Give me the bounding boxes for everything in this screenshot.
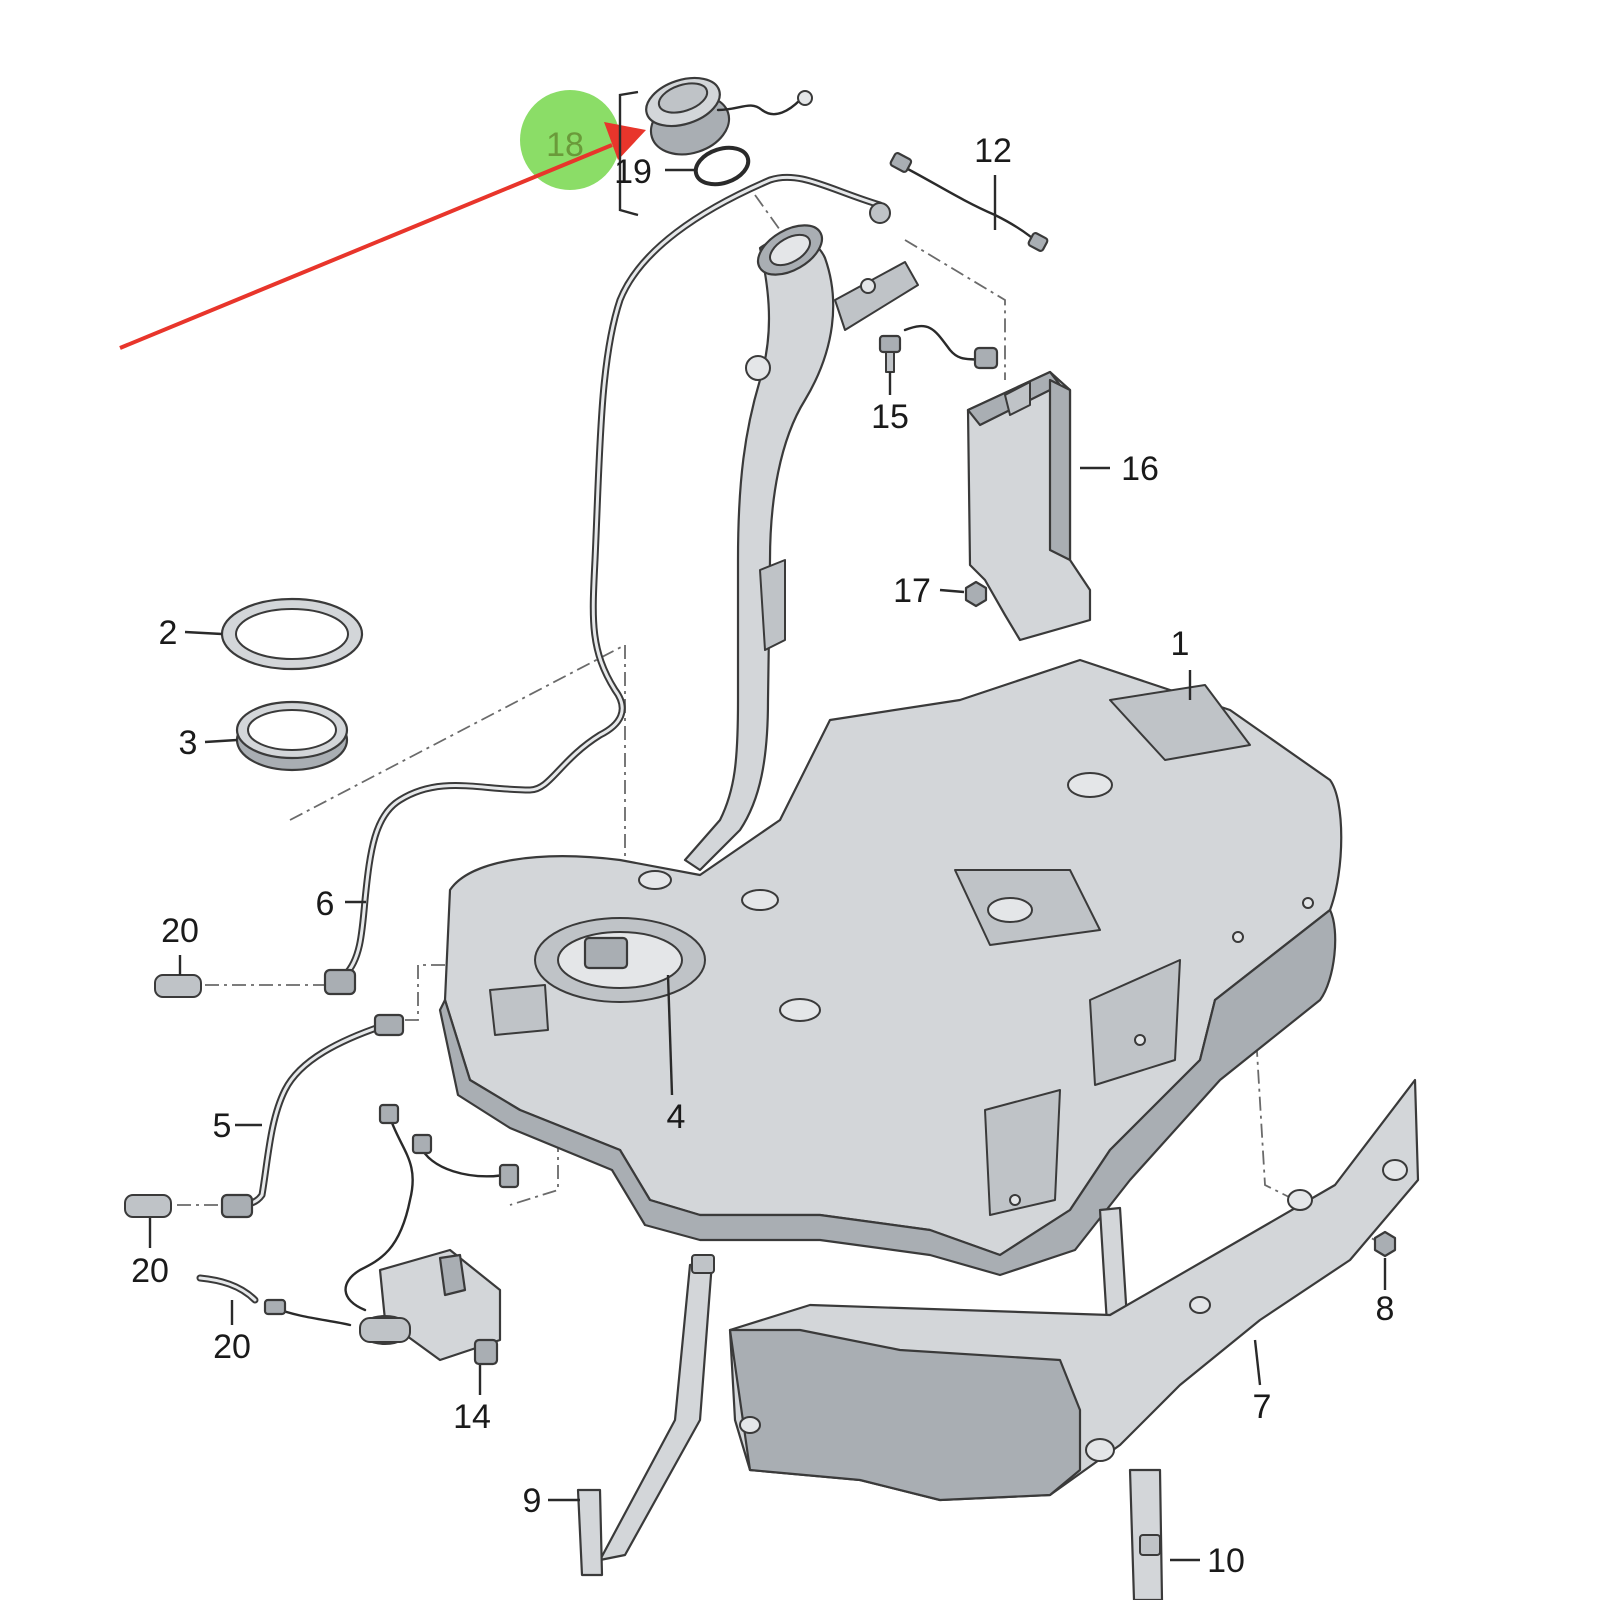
callout-20-top: 20 <box>161 912 199 950</box>
fuel-lines <box>228 173 884 1209</box>
filler-neck-icon <box>683 224 919 872</box>
breather-hose-icon <box>869 152 1049 252</box>
callout-3: 3 <box>179 724 198 762</box>
heat-shield-icon <box>728 1078 1420 1502</box>
seal-ring-large-icon <box>235 700 349 772</box>
seal-ring-icon <box>693 145 751 187</box>
fuel-tank-icon <box>438 658 1343 1277</box>
callout-8: 8 <box>1376 1290 1395 1328</box>
callout-16: 16 <box>1121 450 1159 488</box>
callout-labels: 1 2 3 4 5 6 7 8 9 10 12 14 15 16 17 18 1… <box>131 126 1394 1580</box>
leader-lines <box>148 90 1387 1562</box>
washer-nut-icon <box>1373 1230 1397 1258</box>
callout-18: 18 <box>546 126 584 164</box>
fuel-pump-icon <box>263 1103 520 1366</box>
hose-connector-icon <box>124 968 405 1304</box>
callout-19: 19 <box>614 153 652 191</box>
filler-cap-icon <box>645 76 813 156</box>
callout-1: 1 <box>1171 625 1190 663</box>
callout-17: 17 <box>893 572 931 610</box>
callout-9: 9 <box>523 1482 542 1520</box>
callout-12: 12 <box>974 132 1012 170</box>
locking-ring-icon <box>220 597 364 671</box>
callout-6: 6 <box>316 885 335 923</box>
callout-20-middle: 20 <box>131 1252 169 1290</box>
callout-7: 7 <box>1253 1388 1272 1426</box>
callout-20-bottom: 20 <box>213 1328 251 1366</box>
pointer-arrow-icon <box>119 122 646 350</box>
callout-4: 4 <box>667 1098 686 1136</box>
bolt-icon <box>878 324 999 373</box>
filler-cap-highlight <box>520 90 620 190</box>
callout-2: 2 <box>159 614 178 652</box>
callout-10: 10 <box>1207 1542 1245 1580</box>
tank-strap-icon <box>576 1206 1164 1600</box>
nut-icon <box>964 580 988 608</box>
carbon-canister-icon <box>966 370 1092 642</box>
callout-14: 14 <box>453 1398 491 1436</box>
callout-15: 15 <box>871 398 909 436</box>
callout-5: 5 <box>213 1107 232 1145</box>
